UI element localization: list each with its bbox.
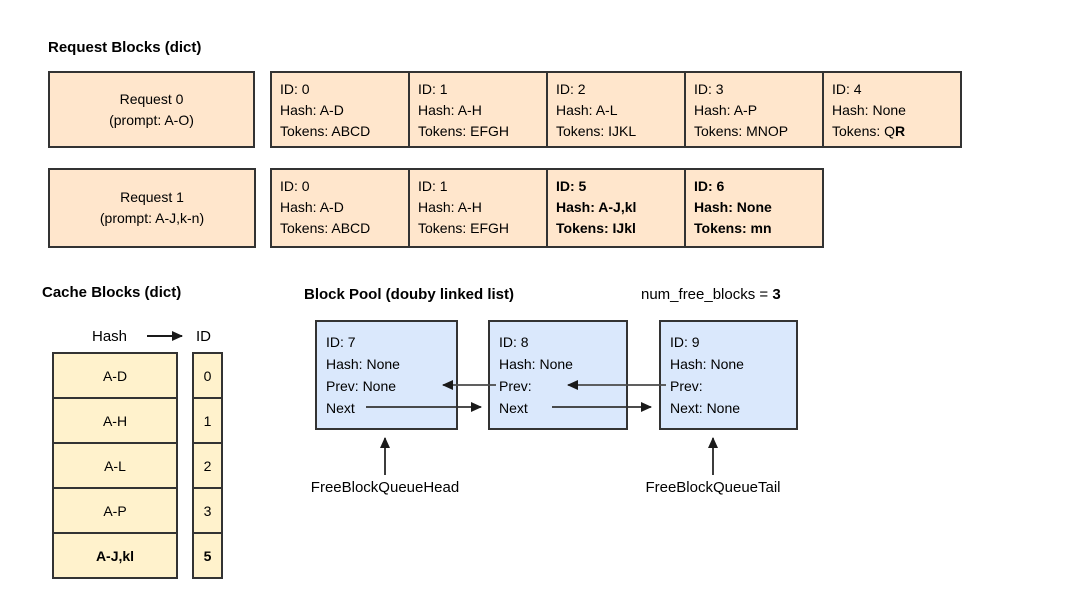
block-pool-heading: Block Pool (douby linked list) xyxy=(304,286,515,303)
cell-line: ID: 0 xyxy=(280,81,310,97)
request-1-prompt: (prompt: A-J,k-n) xyxy=(99,210,205,226)
cell-line: Hash: A-J,kl xyxy=(556,199,637,215)
cell-line: Tokens: EFGH xyxy=(418,123,510,139)
cache-id-header-label: ID xyxy=(196,328,211,345)
cell-line: Tokens: mn xyxy=(694,220,772,236)
request-0-label-box: Request 0 (prompt: A-O) xyxy=(48,71,255,148)
cell-line: Tokens: IJkl xyxy=(556,220,636,236)
cache-hash-header-label: Hash xyxy=(92,328,128,345)
cell-line: Tokens: ABCD xyxy=(280,123,371,139)
request-block-cell: ID: 3 Hash: A-P Tokens: MNOP xyxy=(684,71,824,148)
cache-id-cell: 2 xyxy=(192,442,223,489)
cell-line: Tokens: QR xyxy=(832,123,906,139)
cache-hash-cell: A-J,kl xyxy=(52,532,178,579)
request-1-label-box: Request 1 (prompt: A-J,k-n) xyxy=(48,168,256,248)
request-block-cell: ID: 1 Hash: A-H Tokens: EFGH xyxy=(408,71,548,148)
num-free-blocks-text: num_free_blocks = xyxy=(641,286,773,303)
pool-block-line: Next: None xyxy=(670,400,741,416)
pool-block-line: Prev: xyxy=(670,378,703,394)
pool-block-line: ID: 9 xyxy=(670,334,700,350)
cell-line-bold-part: R xyxy=(895,123,906,139)
cell-line: Hash: A-P xyxy=(694,102,758,118)
cell-line: ID: 4 xyxy=(832,81,862,97)
cell-line: Hash: A-L xyxy=(556,102,618,118)
pool-block-line: Hash: None xyxy=(670,356,744,372)
cell-line: ID: 2 xyxy=(556,81,586,97)
cache-id-cell: 1 xyxy=(192,397,223,444)
cache-hash-cell: A-D xyxy=(52,352,178,399)
pool-block-line: Hash: None xyxy=(499,356,573,372)
cell-line: Hash: A-D xyxy=(280,102,344,118)
cell-line: ID: 1 xyxy=(418,81,448,97)
pool-block-line: ID: 8 xyxy=(499,334,529,350)
cell-line: ID: 0 xyxy=(280,178,310,194)
cell-line: ID: 1 xyxy=(418,178,448,194)
cache-hash-cell: A-P xyxy=(52,487,178,534)
pool-block-line: Next xyxy=(499,400,528,416)
cell-line: Hash: None xyxy=(694,199,772,215)
cell-line: ID: 6 xyxy=(694,178,725,194)
cell-line: Tokens: ABCD xyxy=(280,220,371,236)
num-free-blocks-value: 3 xyxy=(772,286,781,303)
cache-id-cell: 0 xyxy=(192,352,223,399)
cell-line: ID: 3 xyxy=(694,81,724,97)
cell-line: Tokens: EFGH xyxy=(418,220,510,236)
pool-block-line: Prev: None xyxy=(326,378,397,394)
request-block-cell: ID: 0 Hash: A-D Tokens: ABCD xyxy=(270,168,410,248)
request-block-cell: ID: 2 Hash: A-L Tokens: IJKL xyxy=(546,71,686,148)
cache-id-cell: 3 xyxy=(192,487,223,534)
pool-block-line: Next xyxy=(326,400,355,416)
free-block-queue-head-label: FreeBlockQueueHead xyxy=(310,479,460,496)
request-block-cell: ID: 0 Hash: A-D Tokens: ABCD xyxy=(270,71,410,148)
cell-line: ID: 5 xyxy=(556,178,587,194)
request-0-prompt: (prompt: A-O) xyxy=(109,111,194,128)
request-1-title: Request 1 xyxy=(120,189,184,205)
request-0-cells-row: ID: 0 Hash: A-D Tokens: ABCD ID: 1 Hash: A-H… xyxy=(270,71,962,148)
pool-block-line: Prev: xyxy=(499,378,532,394)
pool-block-line: ID: 7 xyxy=(326,334,356,350)
pool-block-line: Hash: None xyxy=(326,356,400,372)
cell-line: Hash: None xyxy=(832,102,906,118)
cell-line: Hash: A-H xyxy=(418,102,482,118)
cell-line: Tokens: IJKL xyxy=(556,123,637,139)
free-block-queue-tail-label: FreeBlockQueueTail xyxy=(645,479,781,496)
cache-hash-cell: A-L xyxy=(52,442,178,489)
num-free-blocks-label: num_free_blocks = 3 xyxy=(641,286,781,303)
request-blocks-heading: Request Blocks (dict) xyxy=(48,39,202,56)
cell-line: Hash: A-H xyxy=(418,199,482,215)
cache-hash-cell: A-H xyxy=(52,397,178,444)
cache-id-cell: 5 xyxy=(192,532,223,579)
cache-blocks-heading: Cache Blocks (dict) xyxy=(42,284,182,301)
request-1-cells-row: ID: 0 Hash: A-D Tokens: ABCD ID: 1 Hash: A-H… xyxy=(270,168,824,248)
request-0-title: Request 0 xyxy=(119,90,184,107)
request-block-cell: ID: 1 Hash: A-H Tokens: EFGH xyxy=(408,168,548,248)
cell-line: Hash: A-D xyxy=(280,199,344,215)
cell-line: Tokens: MNOP xyxy=(694,123,789,139)
